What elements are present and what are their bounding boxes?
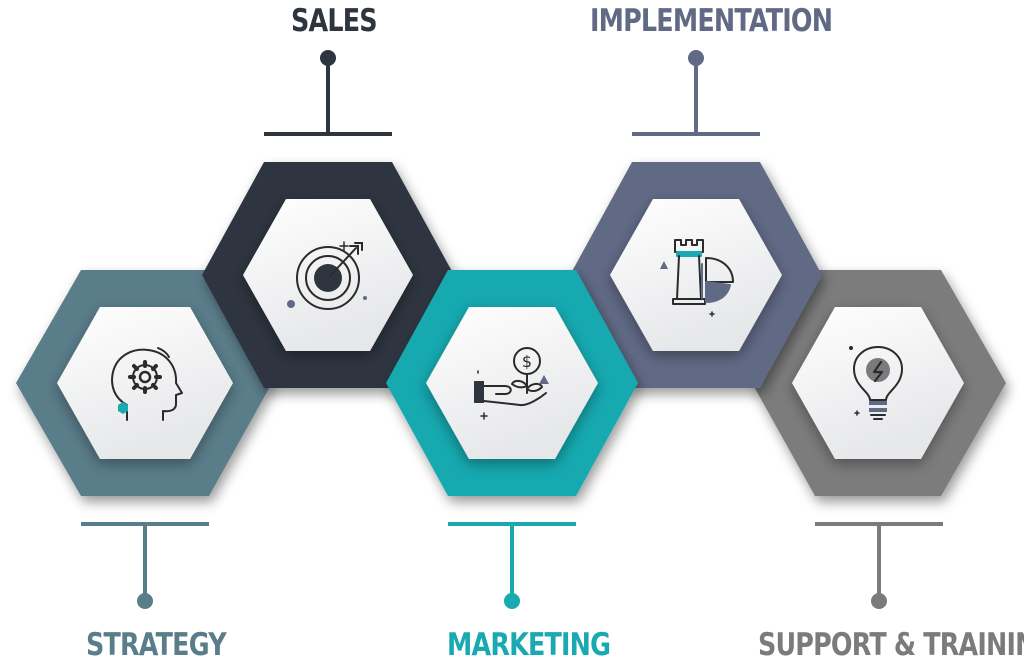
implementation-title: IMPLEMENTATION bbox=[590, 3, 833, 39]
lightbulb-icon bbox=[849, 346, 903, 420]
implementation-inner-hexagon bbox=[610, 199, 782, 351]
target-arrow-icon bbox=[287, 241, 367, 310]
hand-plant-coin-icon: $ bbox=[474, 347, 549, 420]
support-connector bbox=[815, 522, 943, 609]
svg-text:$: $ bbox=[522, 352, 532, 371]
support-inner-hexagon bbox=[792, 307, 964, 459]
support-training-title: SUPPORT & TRAINING bbox=[758, 627, 1024, 663]
marketing-connector bbox=[448, 522, 576, 609]
strategy-connector bbox=[81, 522, 209, 609]
marketing-title: MARKETING bbox=[447, 627, 611, 663]
implementation-connector bbox=[632, 50, 760, 136]
chess-rook-chart-icon bbox=[660, 239, 734, 317]
head-gear-icon bbox=[111, 347, 183, 421]
strategy-title: STRATEGY bbox=[86, 627, 227, 663]
sales-connector bbox=[264, 50, 392, 136]
sales-title: SALES bbox=[291, 3, 378, 39]
